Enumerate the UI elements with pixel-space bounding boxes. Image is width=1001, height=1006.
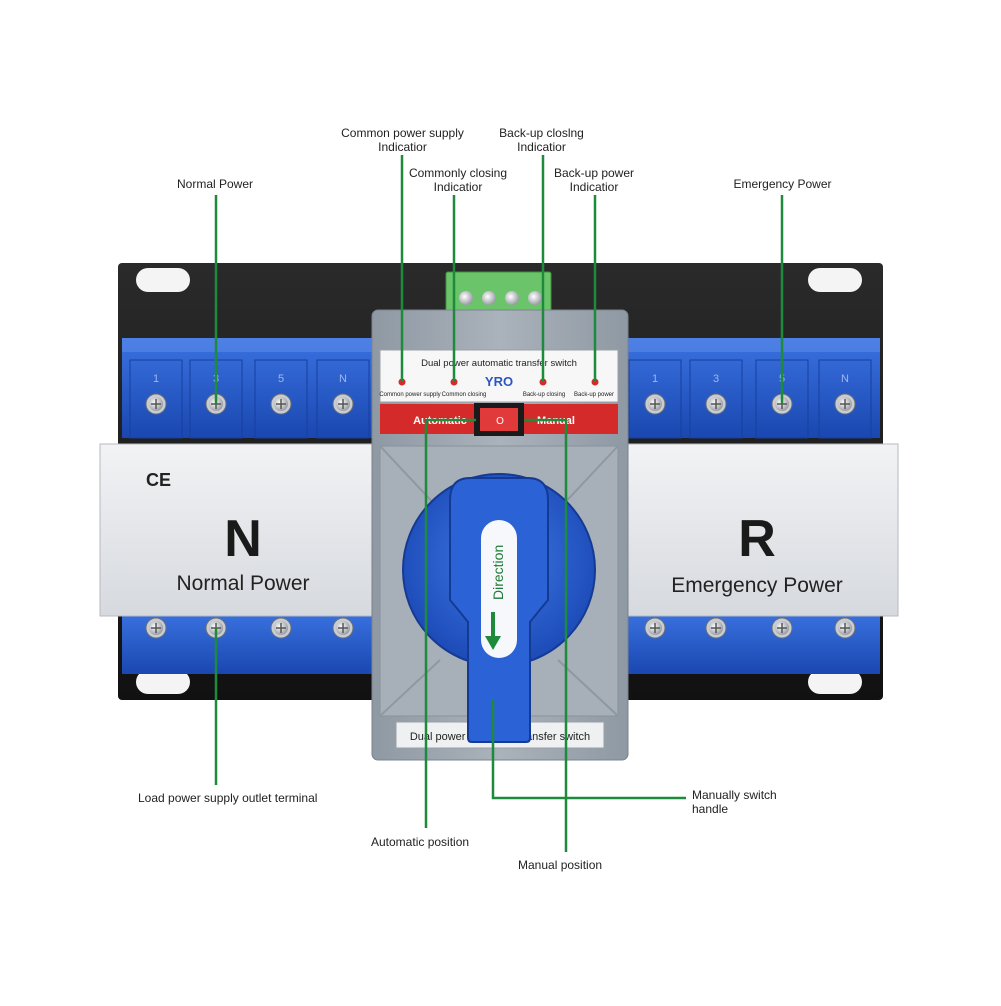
callout-manual-handle: Manually switch handle (692, 788, 777, 816)
right-terminal-label: 3 (713, 373, 719, 385)
mode-switch-mark: O (496, 416, 504, 427)
callout-backup-closing: Back-up closlng Indicatior (484, 126, 599, 154)
right-terminal-cell (818, 359, 872, 439)
mount-slot-tr (808, 268, 862, 292)
ind-common-supply-label: Common power supply (379, 392, 440, 398)
left-top-screw (270, 393, 292, 415)
left-top-screw (332, 393, 354, 415)
mount-slot-tl (136, 268, 190, 292)
leader-lines (214, 155, 784, 852)
right-top-screw (644, 393, 666, 415)
left-name: Normal Power (176, 572, 309, 595)
ind-backup-power-label: Back-up power (574, 392, 614, 398)
right-label-panel (627, 443, 899, 617)
right-top-screw (834, 393, 856, 415)
right-bottom-screw (771, 617, 793, 639)
right-terminal-cell (628, 359, 682, 439)
callout-manual-handle-line2: handle (692, 802, 729, 816)
right-name: Emergency Power (671, 574, 843, 597)
brand-logo: YRO (485, 374, 513, 389)
callout-automatic-position: Automatic position (371, 835, 470, 849)
callout-commonly-closing: Commonly closing Indicatior (398, 166, 518, 194)
mount-slot-bl (136, 670, 190, 694)
panel-title: Dual power automatic transfer switch (421, 358, 577, 369)
right-terminal-cell (689, 359, 743, 439)
manual-switch-handle[interactable]: Direction (402, 473, 596, 743)
ind-common-closing-label: Common closing (442, 392, 487, 398)
ind-backup-closing-label: Back-up closing (523, 392, 565, 398)
left-bottom-screw (332, 617, 354, 639)
left-terminal-cell (316, 359, 370, 439)
ce-mark: CE (146, 470, 171, 490)
callout-emergency-power: Emergency Power (733, 177, 832, 191)
left-terminal-cell (129, 359, 183, 439)
callout-commonly-closing-line1: Commonly closing (408, 166, 508, 180)
left-terminal-label: 1 (153, 373, 159, 385)
left-letter: N (224, 510, 262, 568)
callout-backup-power: Back-up power Indicatior (542, 166, 646, 194)
callout-normal-power: Normal Power (176, 177, 254, 191)
callout-backup-closing-line1: Back-up closlng (499, 126, 584, 140)
handle-direction-text: Direction (490, 545, 506, 600)
right-bottom-screw (834, 617, 856, 639)
leader-automatic-position (424, 418, 476, 828)
leader-manual-handle (491, 700, 686, 800)
callout-backup-power-line2: Indicatior (569, 180, 619, 194)
right-letter: R (738, 510, 776, 568)
mount-slot-br (808, 670, 862, 694)
callout-commonly-closing-line2: Indicatior (433, 180, 483, 194)
left-terminal-label: 5 (278, 373, 284, 385)
left-top-screw (145, 393, 167, 415)
right-top-screw (705, 393, 727, 415)
right-top-terminal-block (628, 338, 880, 438)
mode-selector-switch[interactable]: O (474, 403, 524, 436)
leader-manual-position (524, 418, 568, 852)
callout-common-supply-line1: Common power supply (341, 126, 464, 140)
right-bottom-screw (644, 617, 666, 639)
direction-arrow-icon (485, 612, 501, 650)
callout-manual-handle-line1: Manually switch (692, 788, 777, 802)
left-terminal-cell (254, 359, 308, 439)
right-terminal-label: 1 (652, 373, 658, 385)
callout-common-supply-line2: Indicatior (378, 140, 427, 154)
left-bottom-screw (145, 617, 167, 639)
right-terminal-label: N (841, 373, 849, 385)
control-connector (445, 271, 552, 317)
callout-manual-position: Manual position (518, 858, 603, 872)
callout-load-outlet: Load power supply outlet terminal (138, 791, 318, 805)
left-terminal-label: N (339, 373, 347, 385)
callout-common-supply: Common power supply Indicatior (325, 126, 480, 154)
left-top-terminal-block (122, 338, 372, 438)
left-bottom-screw (270, 617, 292, 639)
info-panel (379, 349, 619, 403)
callout-backup-power-line1: Back-up power (553, 166, 635, 180)
right-bottom-screw (705, 617, 727, 639)
left-label-panel (99, 443, 375, 617)
callout-backup-closing-line2: Indicatior (517, 140, 566, 154)
